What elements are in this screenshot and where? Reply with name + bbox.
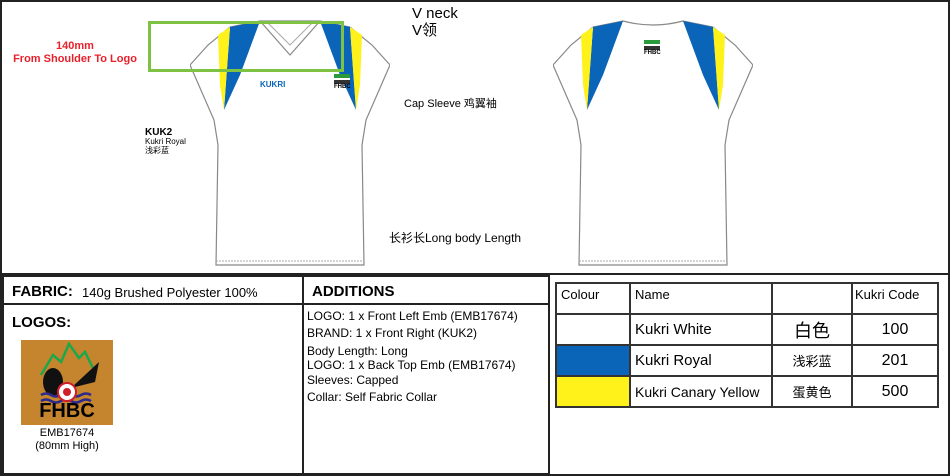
kukri-brand-mark: KUKRI: [260, 80, 286, 89]
colour-table: Colour Name Kukri Code Kukri White 白色 10…: [555, 282, 939, 408]
logo-distance-guide: [148, 21, 344, 72]
colour-swatch: [555, 344, 631, 377]
length-label: 长衫长Long body Length: [389, 231, 522, 245]
table-row: Kukri White 白色 100: [555, 313, 939, 346]
fabric-row: FABRIC: 140g Brushed Polyester 100%: [2, 275, 304, 305]
divider: [0, 273, 950, 275]
back-jersey-drawing: [553, 20, 753, 266]
addition-item: Sleeves: Capped: [307, 373, 399, 387]
fabric-label: FABRIC:: [12, 283, 73, 300]
brand-spec: KUK2 Kukri Royal 浅彩蓝: [145, 127, 186, 156]
addition-item: Body Length: Long: [307, 344, 408, 358]
additions-header: ADDITIONS: [302, 275, 550, 305]
table-header-row: Colour Name Kukri Code: [555, 282, 939, 315]
addition-item: LOGO: 1 x Front Left Emb (EMB17674): [307, 309, 518, 323]
back-logo: FHBC: [644, 40, 661, 56]
addition-item: Collar: Self Fabric Collar: [307, 390, 438, 404]
addition-item: BRAND: 1 x Front Right (KUK2): [307, 326, 478, 340]
table-row: Kukri Royal 浅彩蓝 201: [555, 344, 939, 377]
addition-item: LOGO: 1 x Back Top Emb (EMB17674): [307, 358, 516, 372]
additions-list: LOGO: 1 x Front Left Emb (EMB17674) BRAN…: [307, 308, 518, 406]
fabric-value: 140g Brushed Polyester 100%: [82, 285, 258, 300]
colour-swatch: [555, 375, 631, 408]
logos-panel: LOGOS: FHBC EMB17674(80mm High): [2, 303, 304, 475]
sleeve-label: Cap Sleeve 鸡翼袖: [404, 98, 497, 110]
front-logo: FHBC: [334, 74, 351, 90]
logo-caption: EMB17674(80mm High): [35, 427, 99, 452]
table-row: Kukri Canary Yellow 蛋黄色 500: [555, 375, 939, 408]
colour-swatch: [555, 313, 631, 346]
logos-label: LOGOS:: [12, 314, 72, 331]
fhbc-logo-image: FHBC: [21, 340, 113, 425]
additions-panel: LOGO: 1 x Front Left Emb (EMB17674) BRAN…: [302, 303, 550, 475]
